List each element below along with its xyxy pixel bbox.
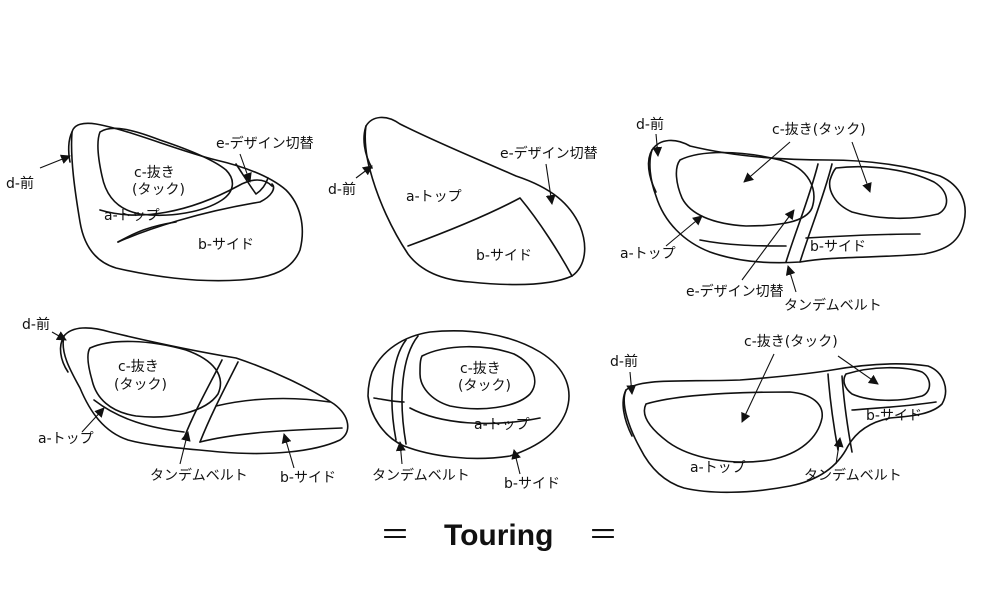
label-tandem: タンデムベルト	[784, 297, 882, 314]
label-cut: c-抜き	[118, 359, 159, 375]
label-cut-tuck: c-抜き(タック)	[744, 334, 838, 350]
seat-5-labels: c-抜き (タック) a-トップ タンデムベルト b-サイド	[372, 361, 560, 492]
label-tandem: タンデムベルト	[804, 467, 902, 484]
title-text: Touring	[444, 519, 553, 552]
label-top: a-トップ	[406, 189, 462, 205]
title-mark-right: ＝	[588, 518, 618, 553]
label-side: b-サイド	[280, 470, 336, 486]
label-side: b-サイド	[504, 476, 560, 492]
label-top: a-トップ	[104, 208, 160, 224]
label-top: a-トップ	[620, 246, 676, 262]
label-top: a-トップ	[690, 460, 746, 476]
seat-1-solo	[67, 122, 304, 282]
seat-4-two-up	[59, 327, 349, 455]
label-front: d-前	[22, 316, 50, 333]
label-design: e-デザイン切替	[686, 283, 784, 300]
seat-2-labels: d-前 a-トップ b-サイド e-デザイン切替	[328, 145, 598, 264]
label-top: a-トップ	[474, 417, 530, 433]
seat-5-pillion	[367, 330, 570, 460]
label-top: a-トップ	[38, 431, 94, 447]
label-front: d-前	[328, 181, 356, 198]
seat-2-solo	[363, 116, 586, 286]
label-side: b-サイド	[810, 239, 866, 255]
diagram-title: ＝ Touring ＝	[380, 518, 618, 553]
label-cut-tuck: c-抜き(タック)	[772, 122, 866, 138]
seat-3-labels: d-前 c-抜き(タック) a-トップ b-サイド e-デザイン切替 タンデムベ…	[620, 116, 882, 314]
label-tandem: タンデムベルト	[372, 467, 470, 484]
label-side: b-サイド	[476, 248, 532, 264]
title-mark-left: ＝	[380, 518, 410, 553]
seat-6-two-up	[622, 363, 947, 494]
seat-4-labels: d-前 c-抜き (タック) a-トップ タンデムベルト b-サイド	[22, 316, 336, 486]
label-design: e-デザイン切替	[500, 145, 598, 162]
seat-6-labels: d-前 c-抜き(タック) b-サイド a-トップ タンデムベルト	[610, 334, 922, 484]
label-cut: c-抜き	[460, 361, 501, 377]
label-tuck: (タック)	[114, 377, 167, 393]
label-tuck: (タック)	[458, 378, 511, 394]
seat-3-two-up	[647, 139, 966, 264]
seat-1-labels: d-前 c-抜き (タック) a-トップ b-サイド e-デザイン切替	[6, 135, 314, 253]
label-side: b-サイド	[866, 408, 922, 424]
label-tandem: タンデムベルト	[150, 467, 248, 484]
label-front: d-前	[6, 175, 34, 192]
label-front: d-前	[610, 353, 638, 370]
label-side: b-サイド	[198, 237, 254, 253]
label-front: d-前	[636, 116, 664, 133]
label-tuck: (タック)	[132, 182, 185, 198]
label-design: e-デザイン切替	[216, 135, 314, 152]
label-cut: c-抜き	[134, 165, 175, 181]
